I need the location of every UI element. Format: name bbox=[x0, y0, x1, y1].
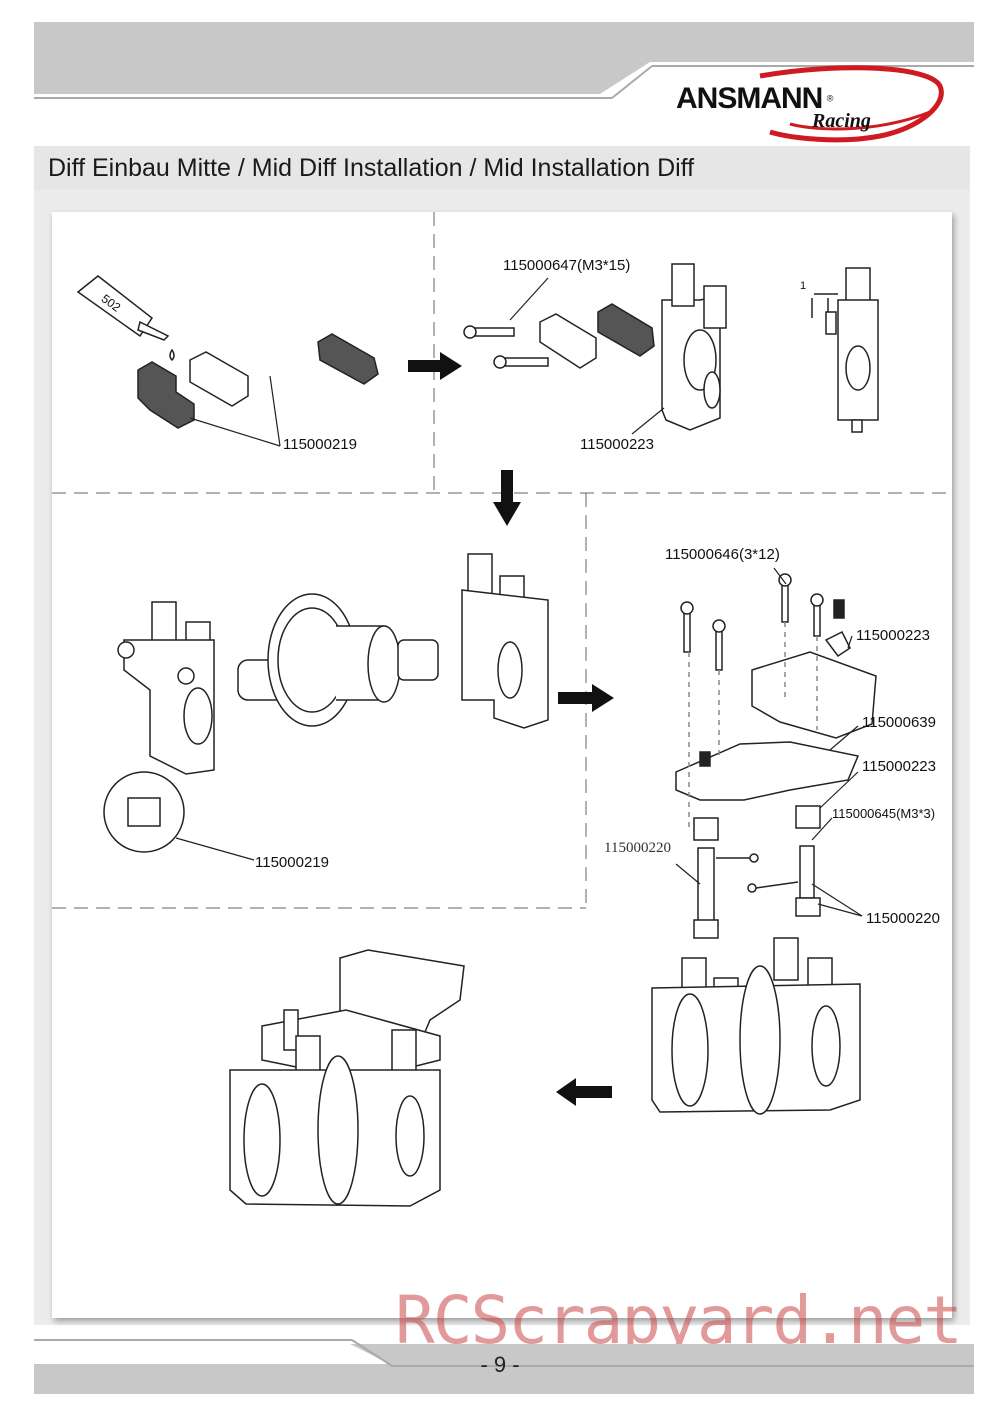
step3-illustration bbox=[103, 553, 549, 853]
footer-decoration bbox=[34, 1339, 974, 1367]
page-number: - 9 - bbox=[480, 1352, 520, 1377]
part-label-step1: 115000219 bbox=[283, 436, 357, 453]
leader-lines bbox=[175, 277, 863, 917]
screw-label-step4: 115000646(3*12) bbox=[665, 546, 780, 563]
step2-illustration bbox=[463, 263, 879, 433]
part-label-step3: 115000219 bbox=[255, 854, 329, 871]
registered-mark: ® bbox=[826, 93, 834, 104]
step1-illustration bbox=[76, 275, 379, 429]
brand-name: ANSMANN bbox=[676, 82, 823, 115]
panel-dividers bbox=[52, 212, 952, 909]
part-label-step2: 115000223 bbox=[580, 436, 654, 453]
part-label-step4-a: 115000223 bbox=[856, 627, 930, 644]
screw-label-step2: 115000647(M3*15) bbox=[503, 257, 631, 274]
step4-illustration bbox=[651, 573, 877, 1115]
brand-sub: Racing bbox=[812, 110, 871, 132]
title-bar bbox=[34, 146, 970, 191]
part-label-step4-e: 115000220 bbox=[604, 840, 671, 856]
page-title: Diff Einbau Mitte / Mid Diff Installatio… bbox=[48, 154, 695, 182]
step5-illustration bbox=[229, 949, 465, 1207]
part-label-step4-b: 115000639 bbox=[862, 714, 936, 731]
dimension-label: 1 bbox=[800, 280, 807, 292]
arrows bbox=[408, 352, 614, 1106]
header-decoration bbox=[34, 62, 974, 143]
brand-logo: ANSMANN ® bbox=[676, 82, 833, 116]
part-label-step4-f: 115000220 bbox=[866, 910, 940, 927]
part-label-step4-c: 115000223 bbox=[862, 758, 936, 775]
part-label-step4-d: 115000645(M3*3) bbox=[832, 806, 936, 821]
